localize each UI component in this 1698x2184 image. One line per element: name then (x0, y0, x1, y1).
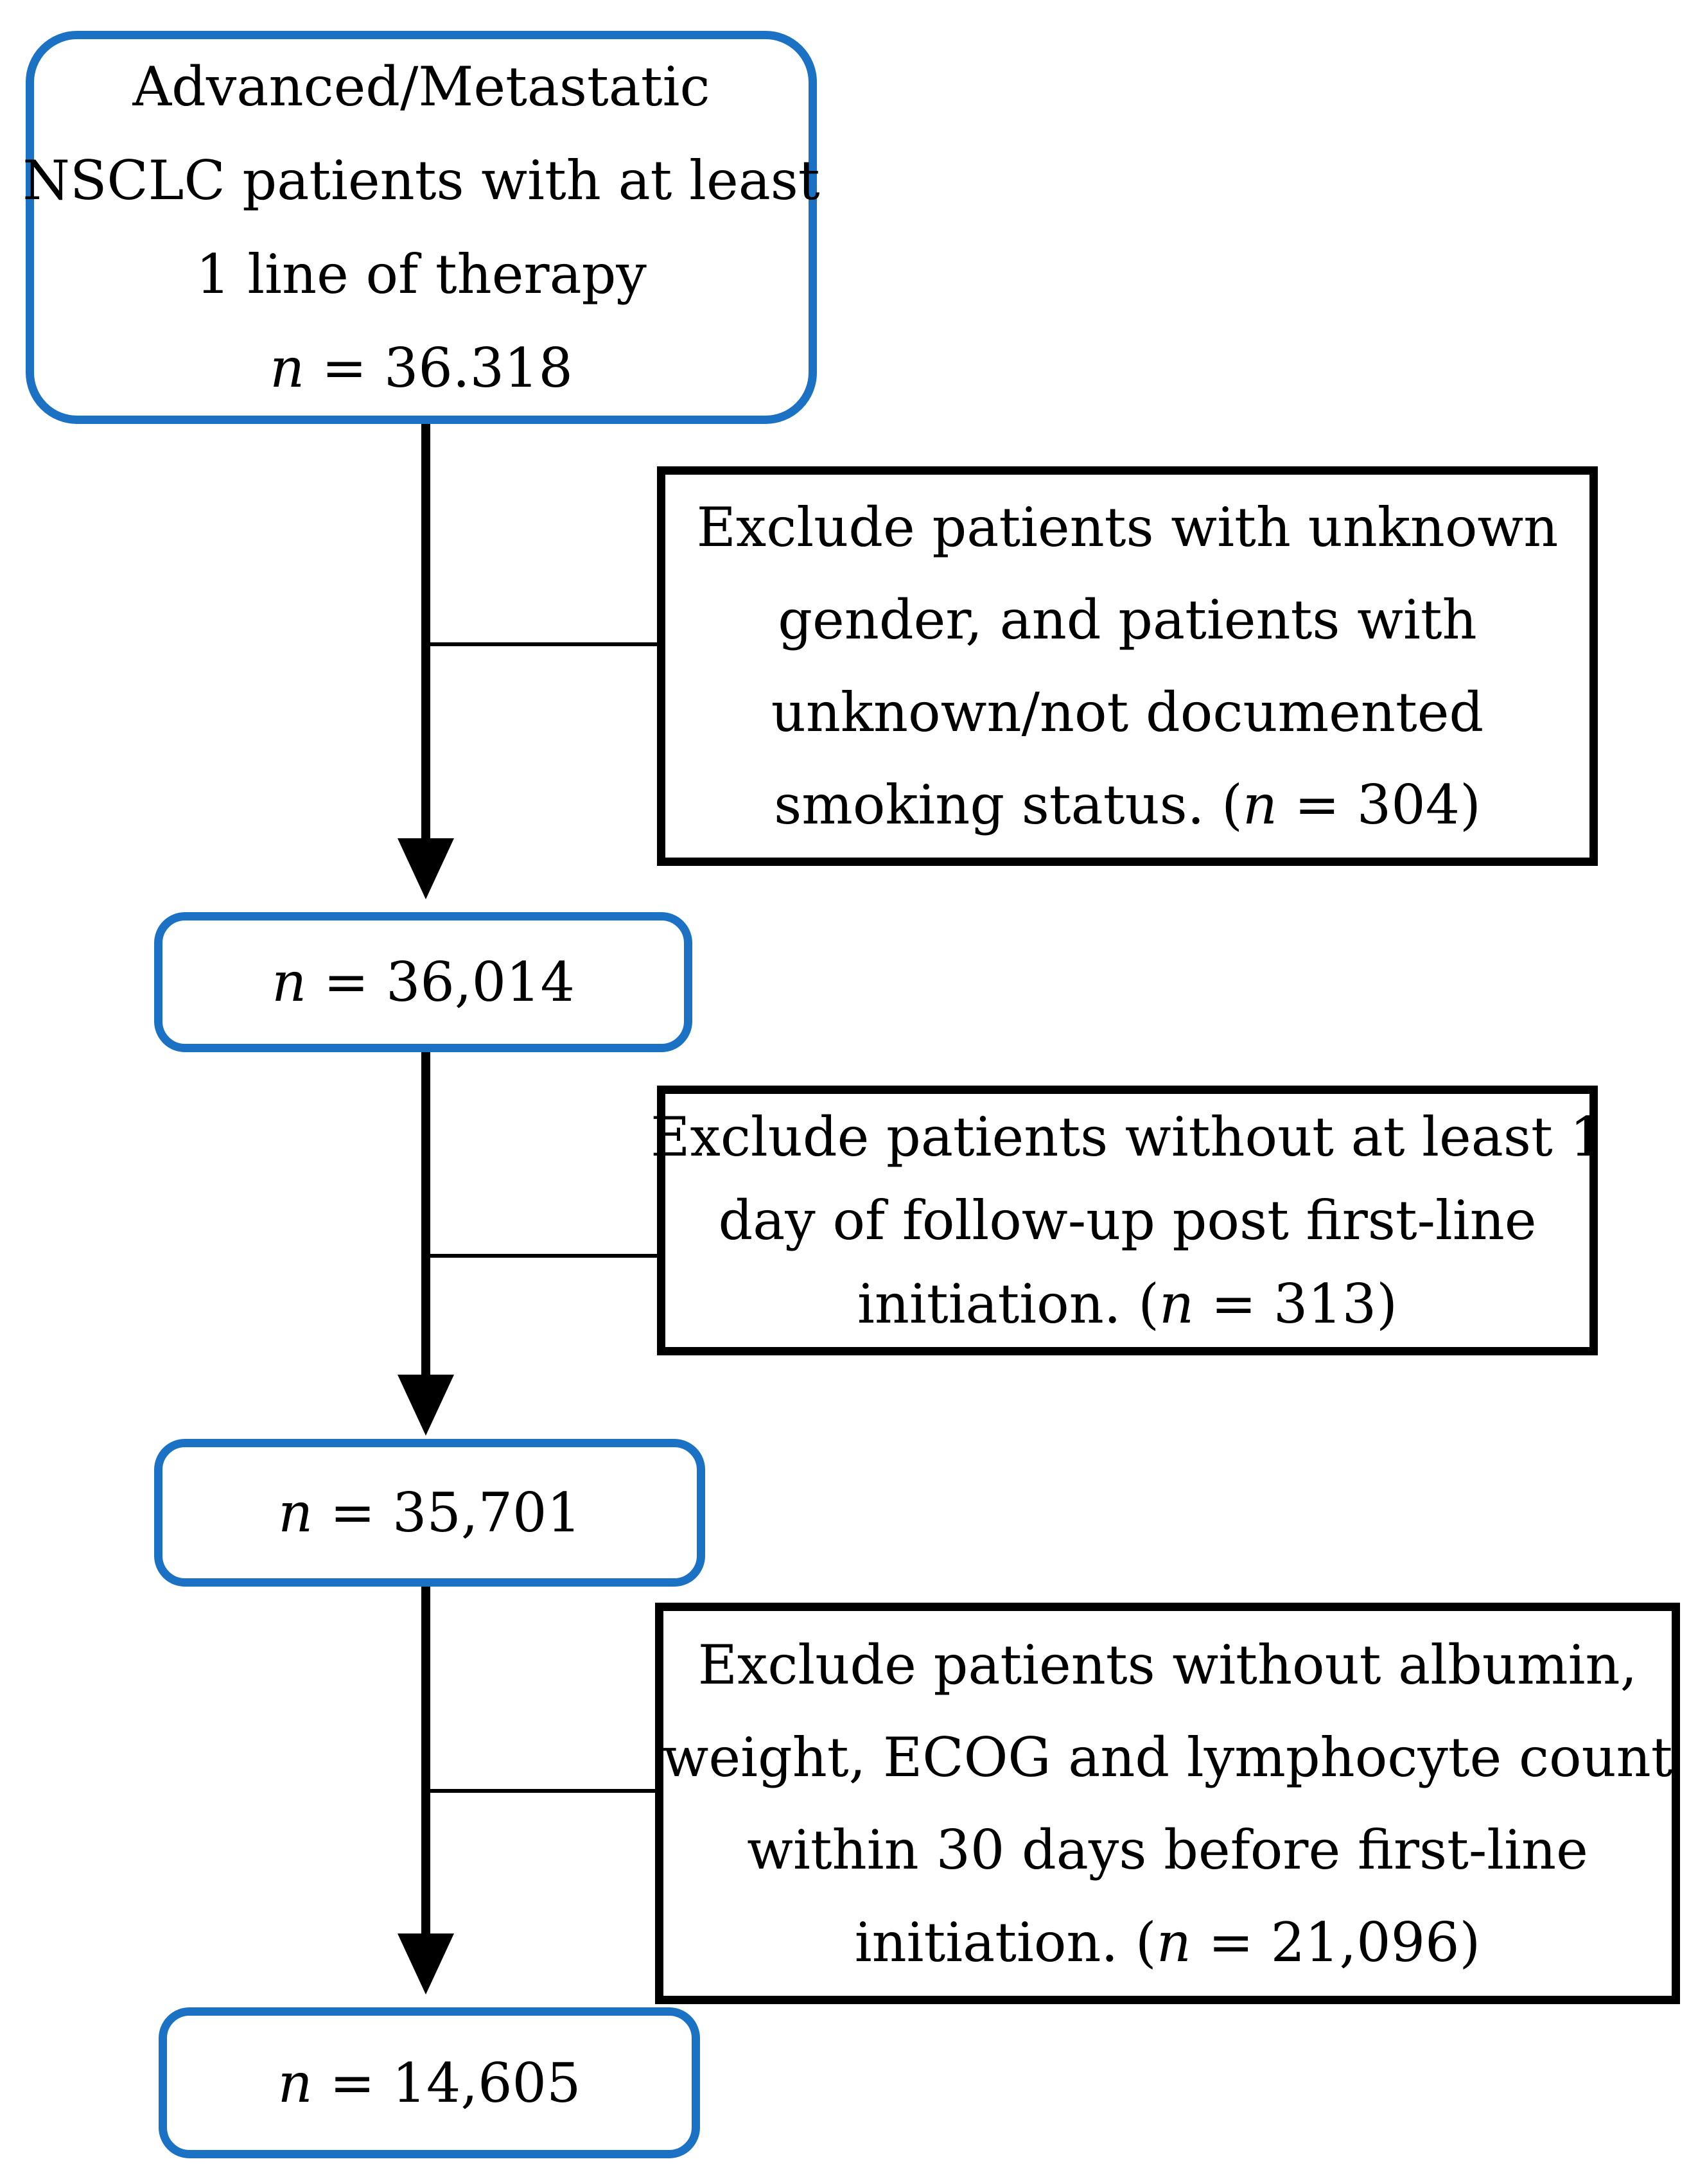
flow-arrow-2-head (398, 1375, 454, 1436)
exclusion-text-line: Exclude patients without at least 1 (651, 1105, 1604, 1168)
cohort-text-line: 1 line of therapy (196, 243, 647, 306)
count-n-value: n = 35,701 (278, 1481, 581, 1544)
flow-arrow-1-head (398, 838, 454, 899)
exclusion-n-value: smoking status. (n = 304) (774, 773, 1481, 836)
exclusion-text-line: unknown/not documented (771, 681, 1484, 744)
cohort-box-initial: Advanced/Metastatic NSCLC patients with … (22, 31, 820, 424)
cohort-n-value: n = 36.318 (270, 337, 573, 400)
exclusion-box-3: Exclude patients without albumin, weight… (655, 1603, 1680, 2004)
cohort-text-line: NSCLC patients with at least (22, 149, 820, 212)
exclusion-text-line: gender, and patients with (778, 588, 1477, 651)
flow-arrow-3-stem (421, 1587, 430, 1933)
exclusion-text-line: day of follow-up post first-line (718, 1189, 1537, 1252)
connector-line-1 (426, 642, 657, 646)
count-box-36014: n = 36,014 (154, 912, 692, 1052)
exclusion-text-line: weight, ECOG and lymphocyte count (662, 1725, 1673, 1789)
exclusion-text-line: within 30 days before first-line (747, 1818, 1588, 1881)
exclusion-box-1: Exclude patients with unknown gender, an… (657, 466, 1598, 866)
flow-arrow-3-head (398, 1933, 454, 1995)
count-box-35701: n = 35,701 (154, 1439, 705, 1587)
connector-line-3 (426, 1789, 655, 1793)
exclusion-n-value: initiation. (n = 313) (857, 1273, 1397, 1335)
connector-line-2 (426, 1254, 657, 1258)
exclusion-n-value: initiation. (n = 21,096) (854, 1910, 1481, 1974)
exclusion-text-line: Exclude patients with unknown (696, 496, 1559, 559)
flow-arrow-1-stem (421, 424, 430, 838)
exclusion-box-2: Exclude patients without at least 1 day … (651, 1086, 1604, 1355)
cohort-text-line: Advanced/Metastatic (132, 55, 710, 118)
count-n-value: n = 14,605 (277, 2051, 581, 2115)
flow-arrow-2-stem (421, 1052, 430, 1375)
count-box-14605: n = 14,605 (159, 2007, 700, 2158)
count-n-value: n = 36,014 (272, 951, 575, 1014)
exclusion-text-line: Exclude patients without albumin, (697, 1633, 1638, 1696)
